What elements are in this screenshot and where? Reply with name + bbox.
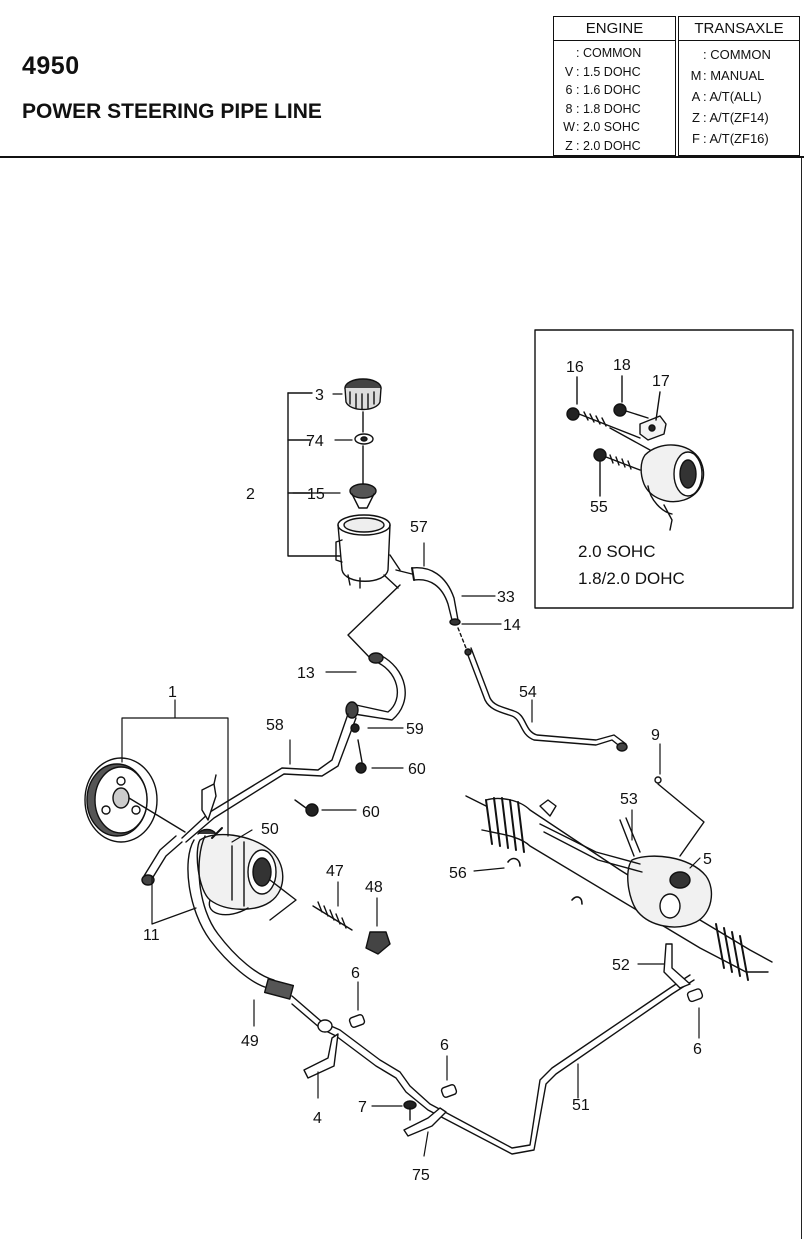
grommet-6a [348,1014,366,1028]
label-6-a: 6 [351,965,360,982]
header: 4950 POWER STEERING PIPE LINE ENGINE : C… [0,0,804,158]
label-18: 18 [613,357,631,374]
label-60-upper: 60 [408,761,426,778]
transaxle-legend-row: M: MANUAL [690,68,765,83]
label-52: 52 [612,957,630,974]
nut-48 [365,931,391,955]
page-border-right [800,158,802,1239]
page-title: POWER STEERING PIPE LINE [22,100,322,123]
engine-legend-row: : COMMON [576,46,642,60]
engine-legend: ENGINE : COMMON V: 1.5 DOHC 6: 1.6 DOHC … [553,16,676,156]
reservoir-assembly [287,378,401,589]
grommet-6b [440,1084,458,1098]
inset-box: 16 18 17 55 2.0 SOHC 1.8/2.0 DOHC [534,329,794,609]
label-11: 11 [143,927,160,944]
label-47: 47 [326,863,344,880]
label-6-c: 6 [693,1041,702,1058]
return-pipe-54 [457,627,628,752]
label-17: 17 [652,373,670,390]
suction-hose-13 [345,584,406,721]
label-15: 15 [307,486,325,503]
label-16: 16 [566,359,584,376]
bolt-55 [593,448,641,471]
bolt-60-upper [355,739,367,774]
label-4: 4 [313,1110,322,1127]
label-55: 55 [590,499,608,516]
inset-line-2: 1.8/2.0 DOHC [578,569,685,588]
inset-pump [609,427,705,531]
transaxle-legend-row: Z: A/T(ZF14) [692,110,769,125]
inset-line-1: 2.0 SOHC [578,542,655,561]
label-9: 9 [651,727,660,744]
pump-bracket [201,783,217,821]
label-7: 7 [358,1099,367,1116]
label-53: 53 [620,791,638,808]
engine-legend-row: W: 2.0 SOHC [563,120,640,134]
transaxle-legend-row: F: A/T(ZF16) [692,131,769,146]
grommet-6c [686,988,704,1003]
label-48: 48 [365,879,383,896]
return-hose-33 [395,567,461,626]
label-56: 56 [449,865,467,882]
label-14: 14 [503,617,521,634]
engine-legend-row: V: 1.5 DOHC [564,64,641,79]
bolt-18 [613,403,649,419]
power-steering-pump [196,833,297,921]
engine-legend-row: 8: 1.8 DOHC [565,101,641,116]
reservoir-body [335,514,401,589]
bolt-16 [566,407,641,439]
label-57: 57 [410,519,428,536]
label-1: 1 [168,684,177,701]
clip-4 [303,1033,339,1079]
label-58: 58 [266,717,284,734]
label-49: 49 [241,1033,259,1050]
label-5: 5 [703,851,712,868]
transaxle-legend-row: A: A/T(ALL) [691,89,762,104]
pump-pulley [84,757,186,843]
label-51: 51 [572,1097,590,1114]
label-74: 74 [306,433,324,450]
transaxle-legend: TRANSAXLE : COMMON M: MANUAL A: A/T(ALL)… [678,16,800,156]
label-59: 59 [406,721,424,738]
reservoir-cap-3 [344,378,382,411]
transaxle-legend-row: : COMMON [703,47,771,62]
bolt-60-lower [294,799,319,817]
label-60-lower: 60 [362,804,380,821]
engine-legend-title: ENGINE [554,17,675,41]
label-2: 2 [246,486,255,503]
steering-rack [465,776,773,989]
label-33: 33 [497,589,515,606]
label-3: 3 [315,387,324,404]
bolt-7 [403,1100,417,1121]
fitting-59 [350,723,360,733]
engine-legend-row: 6: 1.6 DOHC [565,83,641,97]
engine-legend-row: Z: 2.0 DOHC [565,138,641,153]
filter-15 [349,483,377,509]
transaxle-legend-title: TRANSAXLE [679,17,799,41]
leader-lines [121,393,701,1157]
label-13: 13 [297,665,315,682]
part-labels: 1 2 3 74 15 57 33 14 13 54 58 59 9 60 60… [143,387,712,1184]
label-75: 75 [412,1167,430,1184]
label-6-b: 6 [440,1037,449,1054]
catalog-code: 4950 [22,52,80,80]
label-54: 54 [519,684,537,701]
clip-75 [403,1107,447,1137]
label-50: 50 [261,821,279,838]
stud-47 [312,901,353,931]
